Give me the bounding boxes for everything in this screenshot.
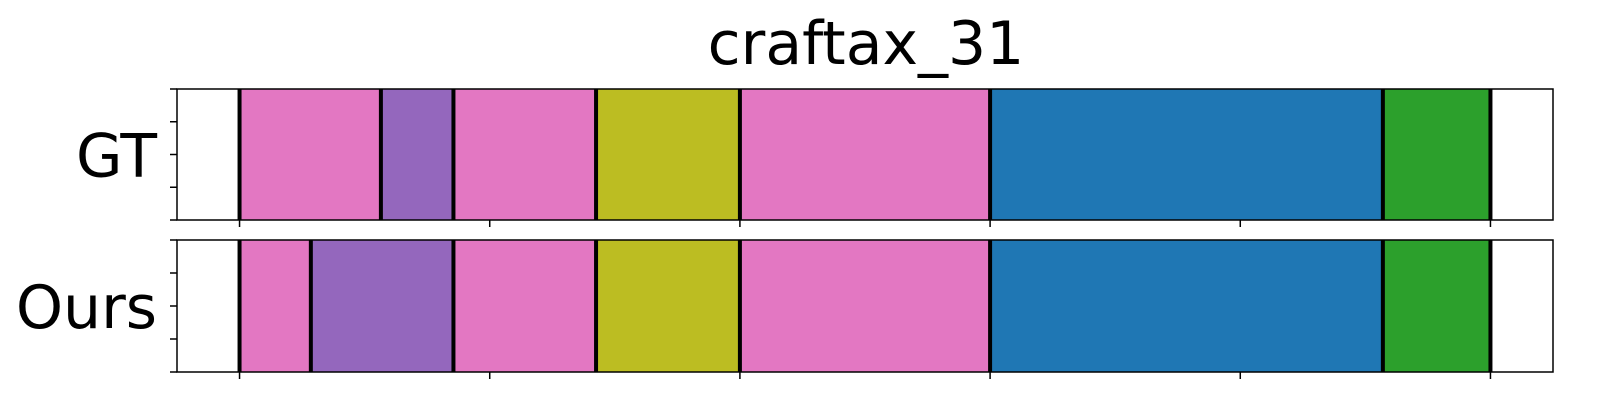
segment [596, 89, 740, 220]
chart-title: craftax_31 [708, 9, 1025, 79]
row-label: GT [76, 122, 157, 192]
segment [310, 240, 454, 372]
segment [453, 240, 597, 372]
row-gt: GT [76, 88, 1554, 227]
rows-layer: GT Ours [16, 88, 1554, 379]
segment [239, 240, 311, 372]
segment [239, 89, 381, 220]
segment [596, 240, 740, 372]
row-label: Ours [16, 273, 157, 343]
segment [380, 89, 454, 220]
segment [990, 240, 1383, 372]
segment [1382, 89, 1491, 220]
segment [739, 89, 991, 220]
segment [1382, 240, 1491, 372]
segment [739, 240, 991, 372]
row-ours: Ours [16, 239, 1554, 379]
segment [453, 89, 597, 220]
segment [990, 89, 1383, 220]
